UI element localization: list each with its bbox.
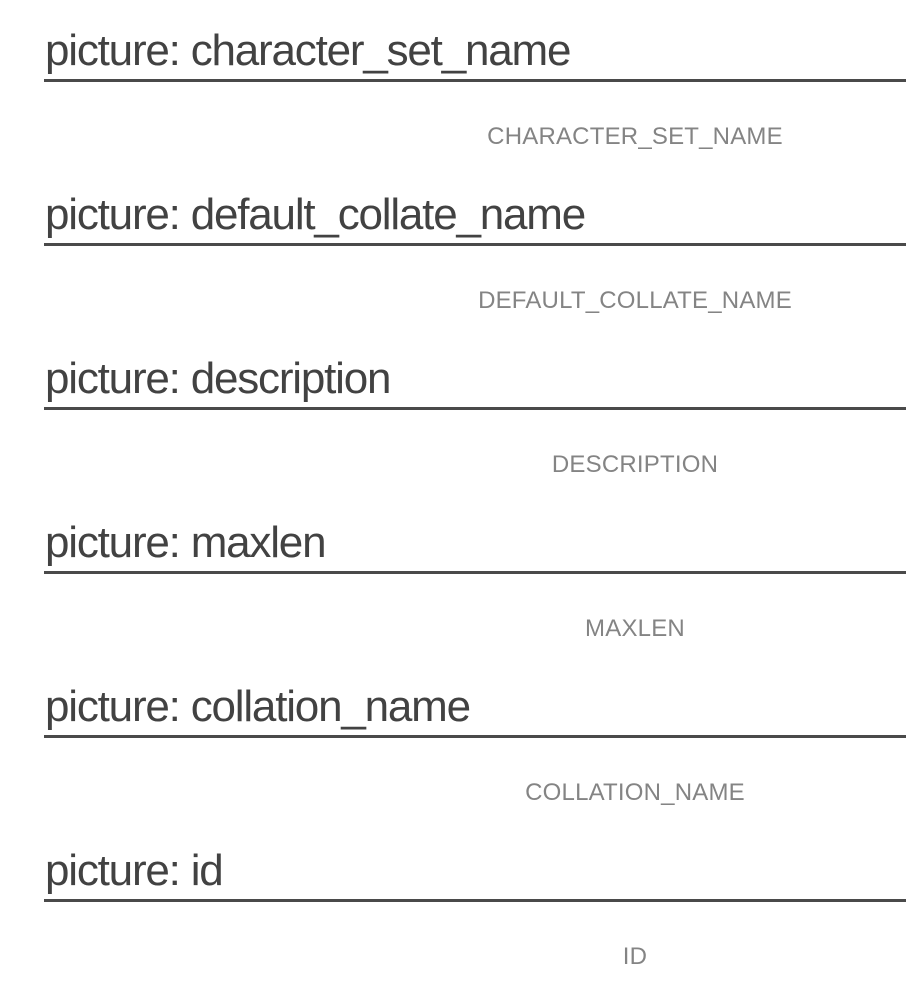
field-id: picture: id ID (0, 820, 906, 984)
field-heading-text: picture: default_collate_name (45, 190, 586, 239)
field-heading-text: picture: collation_name (45, 682, 471, 731)
field-heading-text: picture: character_set_name (45, 26, 571, 75)
field-description: picture: description DESCRIPTION (0, 328, 906, 492)
field-heading: picture: collation_name (44, 656, 906, 738)
field-heading: picture: description (44, 328, 906, 410)
field-heading-text: picture: maxlen (45, 518, 327, 567)
field-heading: picture: id (44, 820, 906, 902)
field-caption: MAXLEN (585, 615, 685, 642)
field-heading: picture: character_set_name (44, 0, 906, 82)
field-heading: picture: default_collate_name (44, 164, 906, 246)
field-default-collate-name: picture: default_collate_name DEFAULT_CO… (0, 164, 906, 328)
field-heading-text: picture: description (45, 354, 391, 403)
field-caption: DESCRIPTION (551, 451, 719, 478)
field-character-set-name: picture: character_set_name CHARACTER_SE… (0, 0, 906, 164)
field-caption: ID (622, 943, 648, 970)
field-maxlen: picture: maxlen MAXLEN (0, 492, 906, 656)
field-collation-name: picture: collation_name COLLATION_NAME (0, 656, 906, 820)
field-caption: COLLATION_NAME (525, 779, 745, 806)
field-heading: picture: maxlen (44, 492, 906, 574)
field-caption: DEFAULT_COLLATE_NAME (478, 287, 792, 314)
field-heading-text: picture: id (45, 846, 224, 895)
field-caption: CHARACTER_SET_NAME (487, 123, 783, 150)
